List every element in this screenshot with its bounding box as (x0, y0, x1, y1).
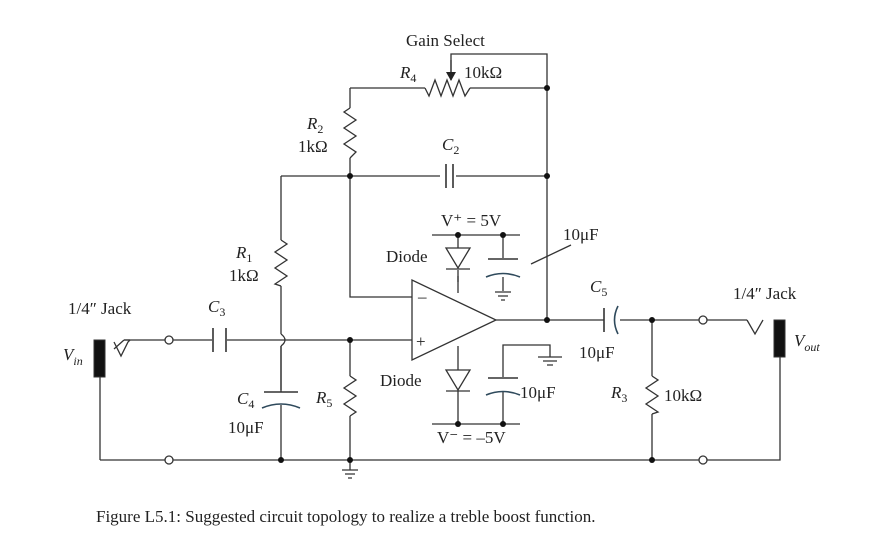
input-jack (93, 339, 131, 378)
c2-label: C2 (442, 135, 459, 157)
r3-label: R3 (610, 383, 627, 405)
wire-crossover (280, 333, 286, 347)
r5-label: R5 (315, 388, 332, 410)
resistor-r5 (342, 375, 358, 417)
opamp-minus: – (417, 287, 427, 306)
capacitor-c3 (212, 328, 227, 352)
wiper-arrow-icon (446, 72, 456, 81)
r1-value: 1kΩ (229, 266, 259, 285)
output-ground-terminal (698, 455, 708, 465)
ground-icon (495, 291, 511, 301)
vout-label: Vout (794, 331, 820, 354)
capacitor-c5 (603, 305, 619, 335)
input-terminal (164, 335, 174, 345)
vplus-label: V⁺ = 5V (441, 211, 502, 230)
resistor-r1 (273, 239, 289, 287)
vin-label: Vin (63, 345, 83, 368)
c3-label: C3 (208, 297, 225, 319)
c4-label: C4 (237, 389, 254, 411)
capacitor-c2 (445, 164, 454, 188)
capacitor-bottom-supply (485, 356, 562, 396)
resistor-r4 (424, 60, 471, 98)
wires (99, 53, 781, 470)
capacitor-c4 (261, 346, 301, 409)
output-jack-label: 1/4″ Jack (733, 284, 797, 303)
op-amp (411, 278, 498, 362)
resistor-r3 (644, 375, 660, 415)
resistor-r2 (342, 107, 358, 159)
junction-dots (278, 85, 655, 463)
diode-top (444, 247, 472, 270)
input-ground-terminal (164, 455, 174, 465)
r2-label: R2 (306, 114, 323, 136)
output-terminal (698, 315, 708, 325)
r4-value: 10kΩ (464, 63, 502, 82)
c4-value: 10μF (228, 418, 264, 437)
r4-label: R4 (399, 63, 416, 85)
diode-bottom-label: Diode (380, 371, 422, 390)
input-jack-label: 1/4″ Jack (68, 299, 132, 318)
diode-top-label: Diode (386, 247, 428, 266)
top-cap-value: 10μF (563, 225, 599, 244)
c5-label: C5 (590, 277, 607, 299)
c5-value: 10μF (579, 343, 615, 362)
vminus-label: V⁻ = –5V (437, 428, 506, 447)
diode-bottom (444, 369, 472, 392)
output-jack (746, 319, 786, 358)
opamp-plus: + (416, 332, 426, 351)
r3-value: 10kΩ (664, 386, 702, 405)
r1-label: R1 (235, 243, 252, 265)
r2-value: 1kΩ (298, 137, 328, 156)
ground-icon (342, 469, 358, 479)
bottom-cap-value: 10μF (520, 383, 556, 402)
figure-caption: Figure L5.1: Suggested circuit topology … (96, 507, 596, 526)
capacitor-top-supply (485, 258, 521, 301)
ground-icon (538, 356, 562, 366)
gain-select-label: Gain Select (406, 31, 485, 50)
